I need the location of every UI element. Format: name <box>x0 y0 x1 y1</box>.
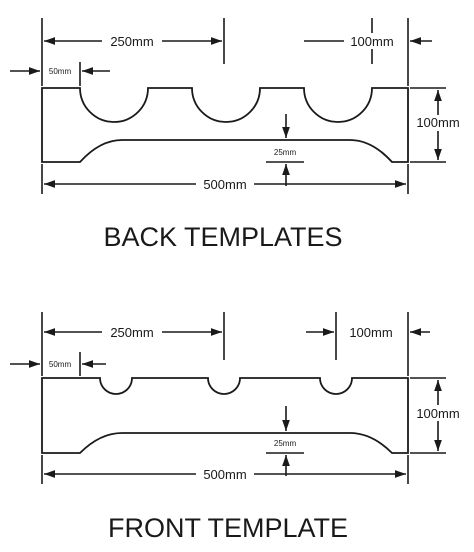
back-template-title: BACK TEMPLATES <box>103 222 342 252</box>
front-dim-end: 100mm <box>349 325 392 340</box>
back-dim-end: 100mm <box>350 34 393 49</box>
front-dim-height: 100mm <box>416 406 459 421</box>
front-dim-spacing: 250mm <box>110 325 153 340</box>
back-dim-spacing: 250mm <box>110 34 153 49</box>
front-template-title: FRONT TEMPLATE <box>108 513 348 543</box>
front-template-outline <box>41 377 409 454</box>
front-dim-length: 500mm <box>203 467 246 482</box>
front-dim-depth: 25mm <box>274 439 297 448</box>
back-dim-length: 500mm <box>203 177 246 192</box>
front-dim-left: 50mm <box>49 360 72 369</box>
back-dim-depth: 25mm <box>274 148 297 157</box>
back-template-drawing: 250mm 100mm 50mm 100mm 25mm 500mm BACK T… <box>10 18 468 252</box>
back-dim-height: 100mm <box>416 115 459 130</box>
back-dim-left: 50mm <box>49 67 72 76</box>
front-template-drawing: 250mm 100mm 50mm 100mm 25mm 500mm FRONT … <box>10 312 468 543</box>
back-template-outline <box>41 87 409 163</box>
